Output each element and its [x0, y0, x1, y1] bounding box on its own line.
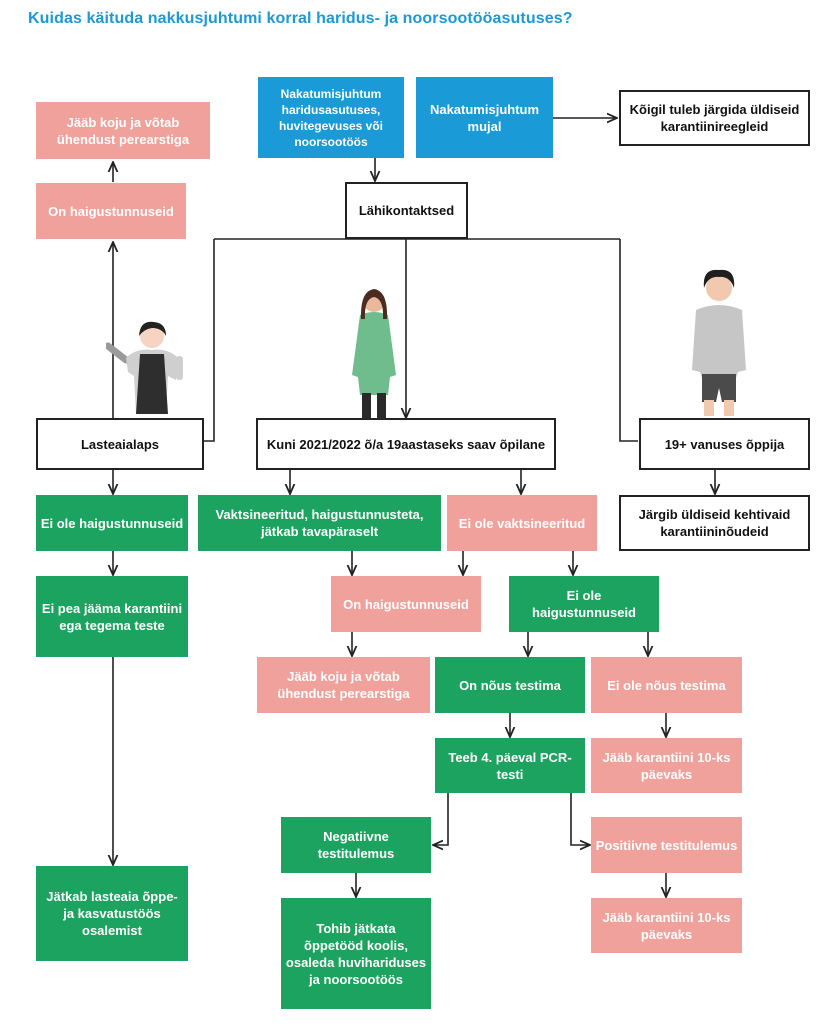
kindergarten-child-box: Lasteaialaps [36, 418, 204, 470]
general-rules-box: Kõigil tuleb järgida üldiseid karantiini… [619, 90, 810, 146]
adult-student-illustration [692, 269, 746, 416]
vaccinated-box: Vaktsineeritud, haigustunnusteta, jätkab… [198, 495, 441, 551]
adult-student-box: 19+ vanuses õppija [639, 418, 810, 470]
positive-result-box: Positiivne testitulemus [591, 817, 742, 873]
student-illustration [352, 289, 396, 419]
refuses-test-box: Ei ole nõus testima [591, 657, 742, 713]
quarantine-refuse-box: Jääb karantiini 10-ks päevaks [591, 738, 742, 793]
kg-no-symptoms-box: Ei ole haigustunnuseid [36, 495, 188, 551]
student-stays-home-box: Jääb koju ja võtab ühendust perearstiga [257, 657, 430, 713]
adult-rules-box: Järgib üldiseid kehtivaid karantiininõud… [619, 495, 810, 551]
kg-stays-home-box: Jääb koju ja võtab ühendust perearstiga [36, 102, 210, 159]
quarantine-positive-box: Jääb karantiini 10-ks päevaks [591, 898, 742, 953]
agrees-test-box: On nõus testima [435, 657, 585, 713]
not-vaccinated-box: Ei ole vaktsineeritud [447, 495, 597, 551]
student-no-symptoms-box: Ei ole haigustunnuseid [509, 576, 659, 632]
student-box: Kuni 2021/2022 õ/a 19aastaseks saav õpil… [256, 418, 556, 470]
kindergarten-child-illustration [106, 321, 183, 414]
pcr-test-box: Teeb 4. päeval PCR-testi [435, 738, 585, 793]
close-contacts-box: Lähikontaktsed [345, 182, 468, 239]
negative-result-box: Negatiivne testitulemus [281, 817, 431, 873]
student-symptoms-box: On haigustunnuseid [331, 576, 481, 632]
case-other-box: Nakatumisjuhtum mujal [416, 77, 553, 158]
kg-continues-box: Jätkab lasteaia õppe- ja kasvatustöös os… [36, 866, 188, 961]
kg-symptoms-box: On haigustunnuseid [36, 183, 186, 239]
may-continue-box: Tohib jätkata õppetööd koolis, osaleda h… [281, 898, 431, 1009]
case-education-box: Nakatumisjuhtum haridusasutuses, huviteg… [258, 77, 404, 158]
kg-no-quarantine-box: Ei pea jääma karantiini ega tegema teste [36, 576, 188, 657]
page-title: Kuidas käituda nakkusjuhtumi korral hari… [28, 10, 573, 27]
